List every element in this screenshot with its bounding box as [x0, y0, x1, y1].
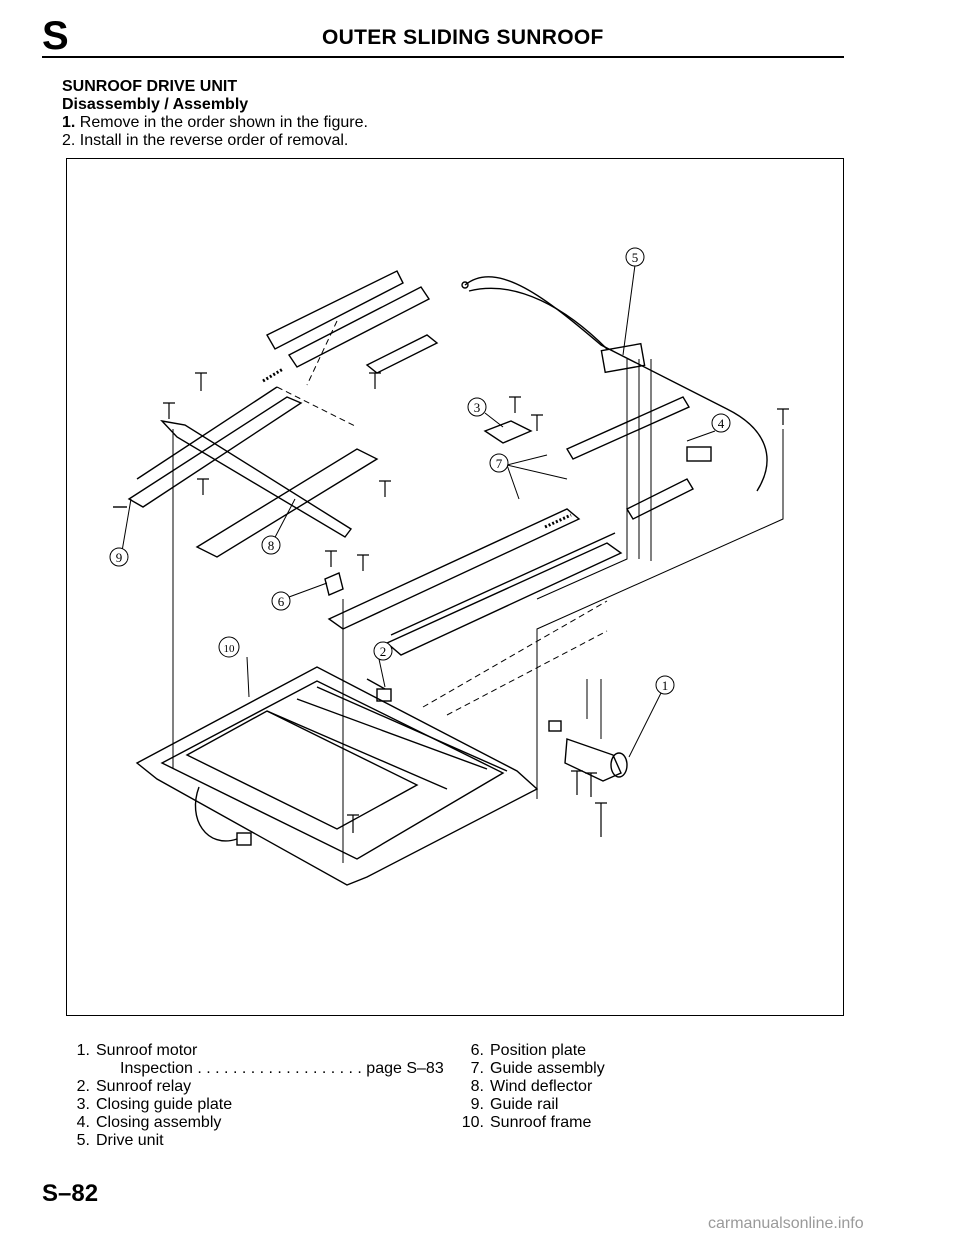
glass-opening: [185, 710, 419, 830]
part-item: 5.Drive unit: [76, 1132, 164, 1149]
closing-connector: [686, 446, 712, 462]
callout-8: 8: [261, 535, 281, 555]
callout-3: 3: [467, 397, 487, 417]
closing-assembly: [565, 396, 691, 460]
drive-cable: [464, 276, 768, 492]
inspection-ref: Inspection . . . . . . . . . . . . . . .…: [120, 1060, 444, 1077]
page-number: S–82: [42, 1180, 99, 1207]
watermark: carmanualsonline.info: [708, 1215, 864, 1232]
svg-text:9: 9: [116, 550, 123, 565]
frame-connector: [236, 832, 252, 846]
upper-rail: [266, 270, 404, 350]
step-text: Install in the reverse order of removal.: [79, 132, 349, 149]
section-title: SUNROOF DRIVE UNIT: [62, 78, 238, 95]
callout-9: 9: [109, 547, 129, 567]
part-item: 9.Guide rail: [470, 1096, 559, 1113]
part-item: 8.Wind deflector: [470, 1078, 593, 1095]
parts-list-left: 1.Sunroof motor Inspection . . . . . . .…: [64, 1042, 444, 1150]
svg-text:4: 4: [718, 416, 725, 431]
step-1: 1. Remove in the order shown in the figu…: [62, 114, 368, 132]
step-number: 1.: [62, 114, 76, 131]
callout-4: 4: [711, 413, 731, 433]
svg-text:7: 7: [496, 456, 503, 471]
part-item: 3.Closing guide plate: [76, 1096, 233, 1113]
header-rule: [42, 56, 844, 58]
callout-1: 1: [655, 675, 675, 695]
step-number: 2.: [62, 132, 76, 149]
callout-2: 2: [373, 641, 393, 661]
guide-rail: [127, 396, 303, 508]
position-plate: [324, 572, 344, 596]
callout-7: 7: [489, 453, 509, 473]
svg-text:3: 3: [474, 400, 481, 415]
section-subtitle: Disassembly / Assembly: [62, 96, 249, 113]
drive-unit: [600, 342, 646, 374]
sunroof-motor: [564, 738, 622, 782]
guide-assembly: [327, 508, 581, 630]
callout-10: 10: [218, 636, 240, 658]
closing-guide-plate: [483, 420, 533, 444]
svg-text:5: 5: [632, 250, 639, 265]
exploded-view-figure: 1 2 3 4 5 6 7 8 9 10: [66, 158, 844, 1016]
svg-text:8: 8: [268, 538, 275, 553]
svg-text:1: 1: [662, 678, 669, 693]
callout-5: 5: [625, 247, 645, 267]
part-item: 1.Sunroof motor: [76, 1042, 198, 1059]
parts-list-right: 6.Position plate 7.Guide assembly 8.Wind…: [458, 1042, 605, 1132]
step-text: Remove in the order shown in the figure.: [79, 114, 368, 131]
sunroof-frame: [135, 666, 539, 886]
section-letter: S: [42, 14, 69, 58]
svg-text:2: 2: [380, 644, 387, 659]
frame-inner-edge: [160, 680, 505, 860]
part-item: 2.Sunroof relay: [76, 1078, 192, 1095]
screws: [163, 372, 789, 837]
rail-slider: [365, 334, 439, 374]
callout-6: 6: [271, 591, 291, 611]
page-title: OUTER SLIDING SUNROOF: [322, 26, 604, 49]
wind-deflector: [160, 419, 353, 538]
part-item: 6.Position plate: [470, 1042, 587, 1059]
part-item: 4.Closing assembly: [76, 1114, 222, 1131]
part-item: 10.Sunroof frame: [461, 1114, 592, 1131]
step-2: 2. Install in the reverse order of remov…: [62, 132, 348, 150]
exploded-diagram: 1 2 3 4 5 6 7 8 9 10: [109, 247, 789, 886]
svg-text:6: 6: [278, 594, 285, 609]
part-item: 7.Guide assembly: [470, 1060, 605, 1077]
svg-text:10: 10: [224, 643, 236, 655]
